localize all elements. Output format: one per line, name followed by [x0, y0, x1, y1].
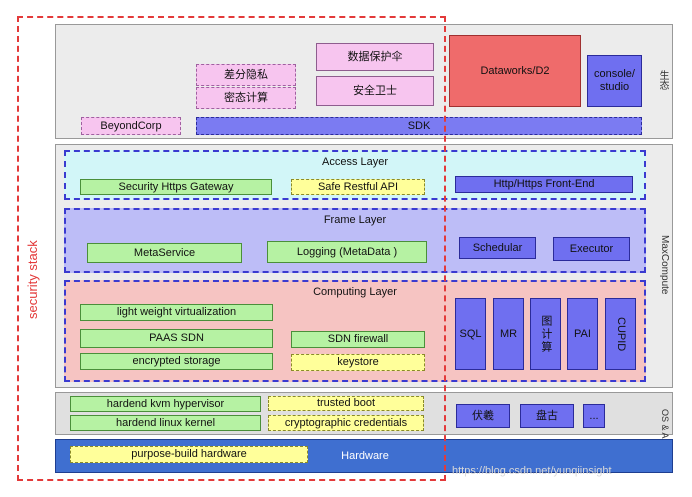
http-front-end-box: Http/Https Front-End — [455, 176, 633, 193]
frame-layer-title: Frame Layer — [323, 213, 387, 226]
differential-privacy-box: 差分隐私 — [196, 64, 296, 86]
schedular-box: Schedular — [459, 237, 536, 259]
engine-pai-box: PAI — [567, 298, 598, 370]
safe-restful-api-box: Safe Restful API — [291, 179, 425, 195]
lightweight-virtualization-box: light weight virtualization — [80, 304, 273, 321]
maxcompute-side-label: MaxCompute — [659, 235, 670, 295]
secure-computation-box: 密态计算 — [196, 87, 296, 109]
paas-sdn-box: PAAS SDN — [80, 329, 273, 348]
keystore-box: keystore — [291, 354, 425, 371]
engine-graph-box: 图计算 — [530, 298, 561, 370]
security-guard-box: 安全卫士 — [316, 76, 434, 106]
executor-box: Executor — [553, 237, 630, 261]
security-https-gateway-box: Security Https Gateway — [80, 179, 272, 195]
sdk-bar: SDK — [196, 117, 642, 135]
computing-layer-title: Computing Layer — [313, 285, 397, 298]
pangu-box: 盘古 — [520, 404, 574, 428]
encrypted-storage-box: encrypted storage — [80, 353, 273, 370]
logging-metadata-box: Logging (MetaData ) — [267, 241, 427, 263]
hardware-label: Hardware — [341, 449, 389, 462]
engine-cupid-box: CUPID — [605, 298, 636, 370]
purpose-build-hardware-box: purpose-build hardware — [70, 446, 308, 463]
linux-kernel-box: hardend linux kernel — [70, 415, 261, 431]
trusted-boot-box: trusted boot — [268, 396, 424, 411]
access-layer-title: Access Layer — [321, 155, 389, 168]
beyondcorp-box: BeyondCorp — [81, 117, 181, 135]
more-box: ... — [583, 404, 605, 428]
ecosystem-side-label: 生态 — [657, 70, 668, 90]
console-studio-box: console/ studio — [587, 55, 642, 107]
security-stack-label: security stack — [25, 240, 40, 320]
data-protection-umbrella-box: 数据保护伞 — [316, 43, 434, 71]
engine-sql-box: SQL — [455, 298, 486, 370]
sdn-firewall-box: SDN firewall — [291, 331, 425, 348]
metaservice-box: MetaService — [87, 243, 242, 263]
watermark-text: https://blog.csdn.net/yunqiinsight — [452, 465, 612, 477]
kvm-hypervisor-box: hardend kvm hypervisor — [70, 396, 261, 412]
engine-mr-box: MR — [493, 298, 524, 370]
fuxi-box: 伏羲 — [456, 404, 510, 428]
os-side-label: OS & Apsara — [660, 408, 670, 462]
cryptographic-credentials-box: cryptographic credentials — [268, 415, 424, 431]
security-stack-outline — [17, 16, 446, 481]
dataworks-box: Dataworks/D2 — [449, 35, 581, 107]
console-studio-label: console/ studio — [594, 68, 635, 93]
